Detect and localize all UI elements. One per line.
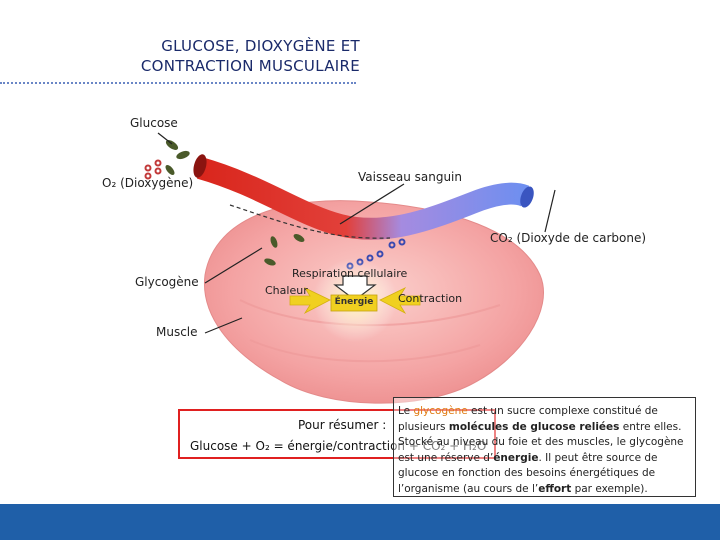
glucose-leaf	[165, 165, 175, 175]
info-text: . Il peut être source de glucose en fonc…	[398, 451, 658, 495]
label-glucose: Glucose	[130, 116, 178, 130]
info-bold: effort	[538, 482, 572, 495]
glucose-leaf	[165, 140, 179, 150]
glycogen-info-box: Le glycogène est un sucre complexe const…	[393, 397, 696, 497]
label-vessel: Vaisseau sanguin	[358, 170, 462, 184]
info-text: Le	[398, 405, 414, 417]
info-text: par exemple).	[571, 482, 648, 495]
title-line-2: CONTRACTION MUSCULAIRE	[140, 57, 360, 75]
leader-muscle	[204, 317, 243, 334]
info-bold: énergie	[493, 451, 539, 464]
label-glycogen: Glycogène	[135, 275, 199, 289]
muscle-fiber	[249, 339, 481, 363]
glucose-leaf	[264, 258, 276, 266]
leader-co2	[544, 189, 556, 233]
o2-atom	[144, 172, 152, 180]
o2-atom	[154, 167, 162, 175]
energy-arrow-down	[333, 275, 377, 301]
label-heat: Chaleur	[265, 284, 308, 297]
title-divider	[0, 82, 356, 84]
o2-atom	[144, 164, 152, 172]
summary-heading: Pour résumer :	[298, 418, 387, 432]
info-bold: molécules de glucose reliées	[448, 420, 620, 433]
leader-lines	[157, 132, 556, 334]
label-contraction: Contraction	[398, 292, 463, 305]
co2-atom	[388, 241, 396, 249]
info-text: est un sucre complexe constitué de plusi…	[398, 405, 658, 433]
o2-molecules	[144, 159, 162, 180]
info-text: entre elles.	[619, 420, 682, 433]
vessel-opening-right	[520, 186, 534, 208]
summary-equation: Glucose + O₂ = énergie/contraction + CO₂…	[190, 439, 487, 453]
co2-atom	[366, 254, 374, 262]
glucose-leaf	[270, 236, 278, 248]
info-text: Stocké au niveau du foie et des muscles,…	[398, 436, 684, 464]
label-energy: Énergie	[334, 297, 374, 307]
label-co2: CO₂ (Dioxyde de carbone)	[490, 231, 647, 245]
glucose-leaf	[293, 234, 305, 242]
o2-atom	[154, 159, 162, 167]
summary-box	[178, 409, 496, 459]
leader-vessel	[339, 183, 405, 225]
label-o2: O₂ (Dioxygène)	[102, 176, 194, 190]
leader-glucose	[157, 132, 173, 145]
page-title: GLUCOSE, DIOXYGÈNE ET CONTRACTION MUSCUL…	[80, 36, 360, 76]
label-respiration: Respiration cellulaire	[292, 267, 408, 280]
vessel-opening-left	[193, 154, 207, 178]
blood-vessel	[196, 157, 530, 240]
contraction-arrow	[379, 287, 421, 315]
info-highlight: glycogène	[413, 405, 468, 417]
footer-bar	[0, 504, 720, 540]
label-muscle: Muscle	[156, 325, 198, 339]
co2-atom	[376, 250, 384, 258]
heat-arrow	[289, 287, 331, 315]
glucose-molecules	[165, 140, 305, 266]
co2-atom	[398, 238, 406, 246]
title-line-1: GLUCOSE, DIOXYGÈNE ET	[161, 37, 360, 55]
glucose-leaf	[176, 150, 190, 160]
energy-box	[330, 294, 378, 312]
leader-glycogen	[204, 247, 263, 284]
